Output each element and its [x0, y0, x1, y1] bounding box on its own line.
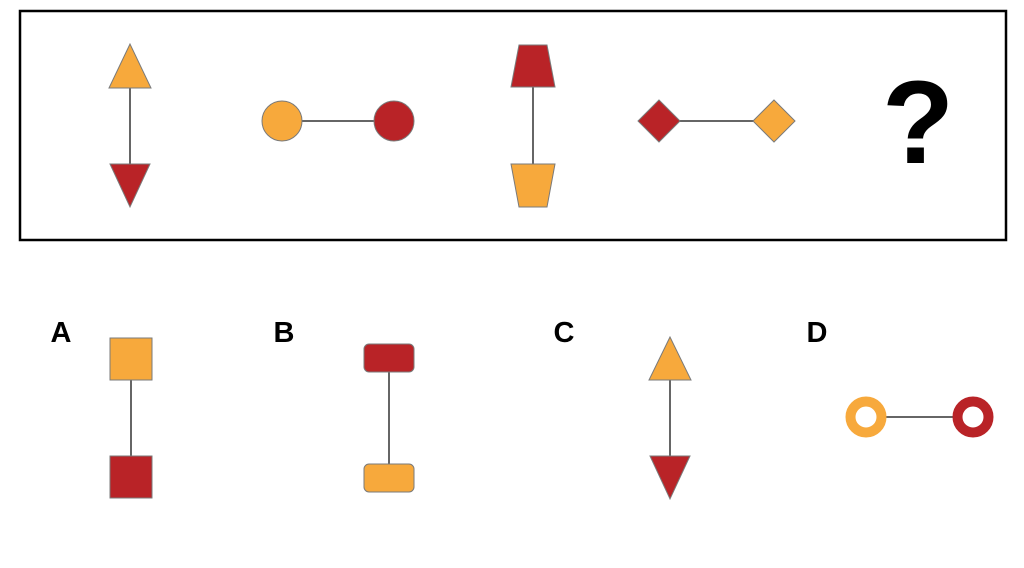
orange-circle-icon	[261, 100, 303, 142]
orange-diamond-icon	[752, 99, 796, 143]
option-label-d: D	[807, 317, 828, 349]
orange-rounded-rectangle-icon	[363, 463, 415, 493]
red-square-icon	[109, 455, 153, 499]
option-d[interactable]: D	[807, 317, 994, 438]
sequence-item-3	[510, 44, 556, 208]
option-b[interactable]: B	[274, 317, 415, 493]
option-c[interactable]: C	[554, 317, 692, 501]
red-trapezoid-icon	[510, 44, 556, 88]
orange-square-icon	[109, 337, 153, 381]
red-ring-icon	[952, 396, 994, 438]
puzzle-frame	[18, 9, 1008, 242]
orange-ring-icon	[845, 396, 887, 438]
red-triangle-down-icon	[649, 455, 691, 501]
orange-triangle-up-icon	[648, 335, 692, 381]
option-label-b: B	[274, 317, 295, 349]
sequence-item-4	[637, 99, 796, 143]
red-diamond-icon	[637, 99, 681, 143]
option-a[interactable]: A	[51, 317, 153, 499]
red-triangle-down-icon	[109, 163, 151, 209]
sequence-item-1	[108, 42, 152, 209]
red-rounded-rectangle-icon	[363, 343, 415, 373]
option-label-a: A	[51, 317, 72, 349]
option-label-c: C	[554, 317, 575, 349]
red-circle-icon	[373, 100, 415, 142]
orange-trapezoid-inverted-icon	[510, 163, 556, 208]
orange-triangle-up-icon	[108, 42, 152, 89]
question-mark: ?	[882, 57, 954, 189]
sequence-item-2	[261, 100, 415, 142]
